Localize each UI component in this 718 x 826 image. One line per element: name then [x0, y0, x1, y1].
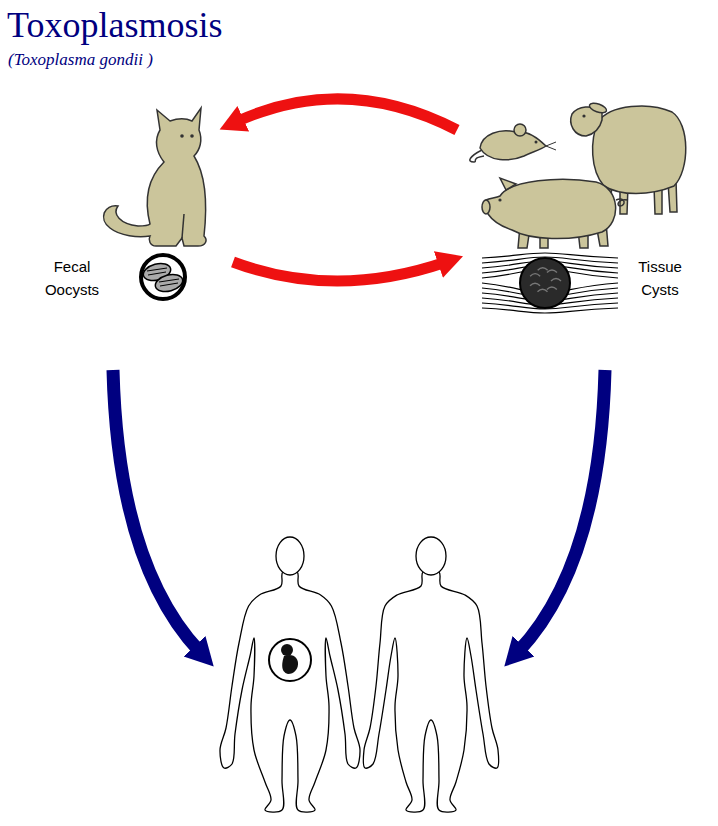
cycle-arrow	[233, 262, 446, 281]
mouse-figure	[470, 124, 556, 162]
transmission-arrow	[113, 370, 200, 652]
oocyst-symbol	[141, 255, 185, 299]
subtitle: (Toxoplasma gondii )	[8, 50, 153, 70]
womb-fetus	[269, 639, 311, 681]
pregnant-woman-figure	[220, 537, 360, 812]
transmission-arrow	[518, 370, 605, 652]
tissue-cyst-symbol	[520, 258, 570, 308]
cat-figure	[104, 108, 206, 246]
stage-label: Tissue Cysts	[624, 255, 696, 301]
human-figures	[220, 537, 499, 812]
cycle-arrow	[236, 99, 457, 130]
muscle-fibres	[482, 253, 618, 313]
stage-label: Fecal Oocysts	[36, 255, 108, 301]
man-figure	[363, 537, 498, 812]
pig-figure	[482, 178, 628, 248]
diagram-title: Toxoplasmosis	[7, 6, 223, 46]
